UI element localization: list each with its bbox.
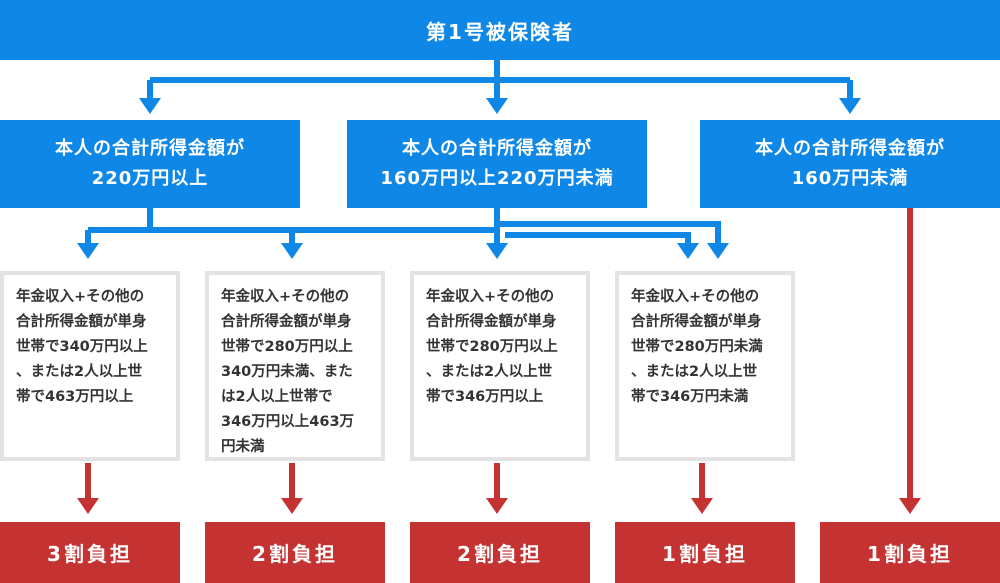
condition-line: は2人以上世帯で xyxy=(221,389,333,405)
condition-line: 合計所得金額が単身 xyxy=(631,314,762,330)
condition-box-3: 年金収入+その他の 合計所得金額が単身 世帯で280万円以上 、または2人以上世… xyxy=(410,271,590,461)
condition-line: 合計所得金額が単身 xyxy=(16,314,147,330)
condition-box-1: 年金収入+その他の 合計所得金額が単身 世帯で340万円以上 、または2人以上世… xyxy=(0,271,180,461)
income-group-line1: 本人の合計所得金額が xyxy=(402,138,592,159)
condition-line: 合計所得金額が単身 xyxy=(221,314,352,330)
condition-line: 、または2人以上世 xyxy=(426,364,553,380)
condition-line: 帯で346万円未満 xyxy=(631,389,749,405)
condition-line: 世帯で280万円以上 xyxy=(221,339,353,355)
result-label: 1割負担 xyxy=(867,542,953,566)
condition-line: 、または2人以上世 xyxy=(631,364,758,380)
condition-line: 年金収入+その他の xyxy=(16,289,145,305)
result-label: 1割負担 xyxy=(662,542,748,566)
condition-line: 帯で346万円以上 xyxy=(426,389,544,405)
condition-line: 合計所得金額が単身 xyxy=(426,314,557,330)
condition-line: 年金収入+その他の xyxy=(221,289,350,305)
condition-line: 世帯で280万円以上 xyxy=(426,339,558,355)
condition-line: 帯で463万円以上 xyxy=(16,389,134,405)
result-box-3: 2割負担 xyxy=(410,522,590,583)
income-group-low: 本人の合計所得金額が 160万円未満 xyxy=(700,120,1000,208)
condition-line: 円未満 xyxy=(221,439,265,455)
condition-box-4: 年金収入+その他の 合計所得金額が単身 世帯で280万円未満 、または2人以上世… xyxy=(615,271,795,461)
income-group-line2: 160万円以上220万円未満 xyxy=(380,168,614,189)
income-group-line2: 160万円未満 xyxy=(791,168,909,189)
condition-line: 世帯で340万円以上 xyxy=(16,339,148,355)
insured-category-label: 第1号被保険者 xyxy=(426,19,574,44)
insured-category-header: 第1号被保険者 xyxy=(0,0,1000,60)
income-group-line1: 本人の合計所得金額が xyxy=(55,138,245,159)
result-box-1: 3割負担 xyxy=(0,522,180,583)
result-label: 3割負担 xyxy=(47,542,133,566)
condition-box-2: 年金収入+その他の 合計所得金額が単身 世帯で280万円以上 340万円未満、ま… xyxy=(205,271,385,461)
income-group-high: 本人の合計所得金額が 220万円以上 xyxy=(0,120,300,208)
condition-line: 年金収入+その他の xyxy=(631,289,760,305)
result-box-2: 2割負担 xyxy=(205,522,385,583)
result-label: 2割負担 xyxy=(252,542,338,566)
result-box-5: 1割負担 xyxy=(820,522,1000,583)
result-label: 2割負担 xyxy=(457,542,543,566)
condition-line: 年金収入+その他の xyxy=(426,289,555,305)
income-group-line2: 220万円以上 xyxy=(91,168,209,189)
condition-line: 世帯で280万円未満 xyxy=(631,339,763,355)
condition-line: 346万円以上463万 xyxy=(221,414,355,430)
income-group-middle: 本人の合計所得金額が 160万円以上220万円未満 xyxy=(347,120,647,208)
condition-line: 、または2人以上世 xyxy=(16,364,143,380)
result-box-4: 1割負担 xyxy=(615,522,795,583)
condition-line: 340万円未満、また xyxy=(221,364,353,380)
income-group-line1: 本人の合計所得金額が xyxy=(755,138,945,159)
